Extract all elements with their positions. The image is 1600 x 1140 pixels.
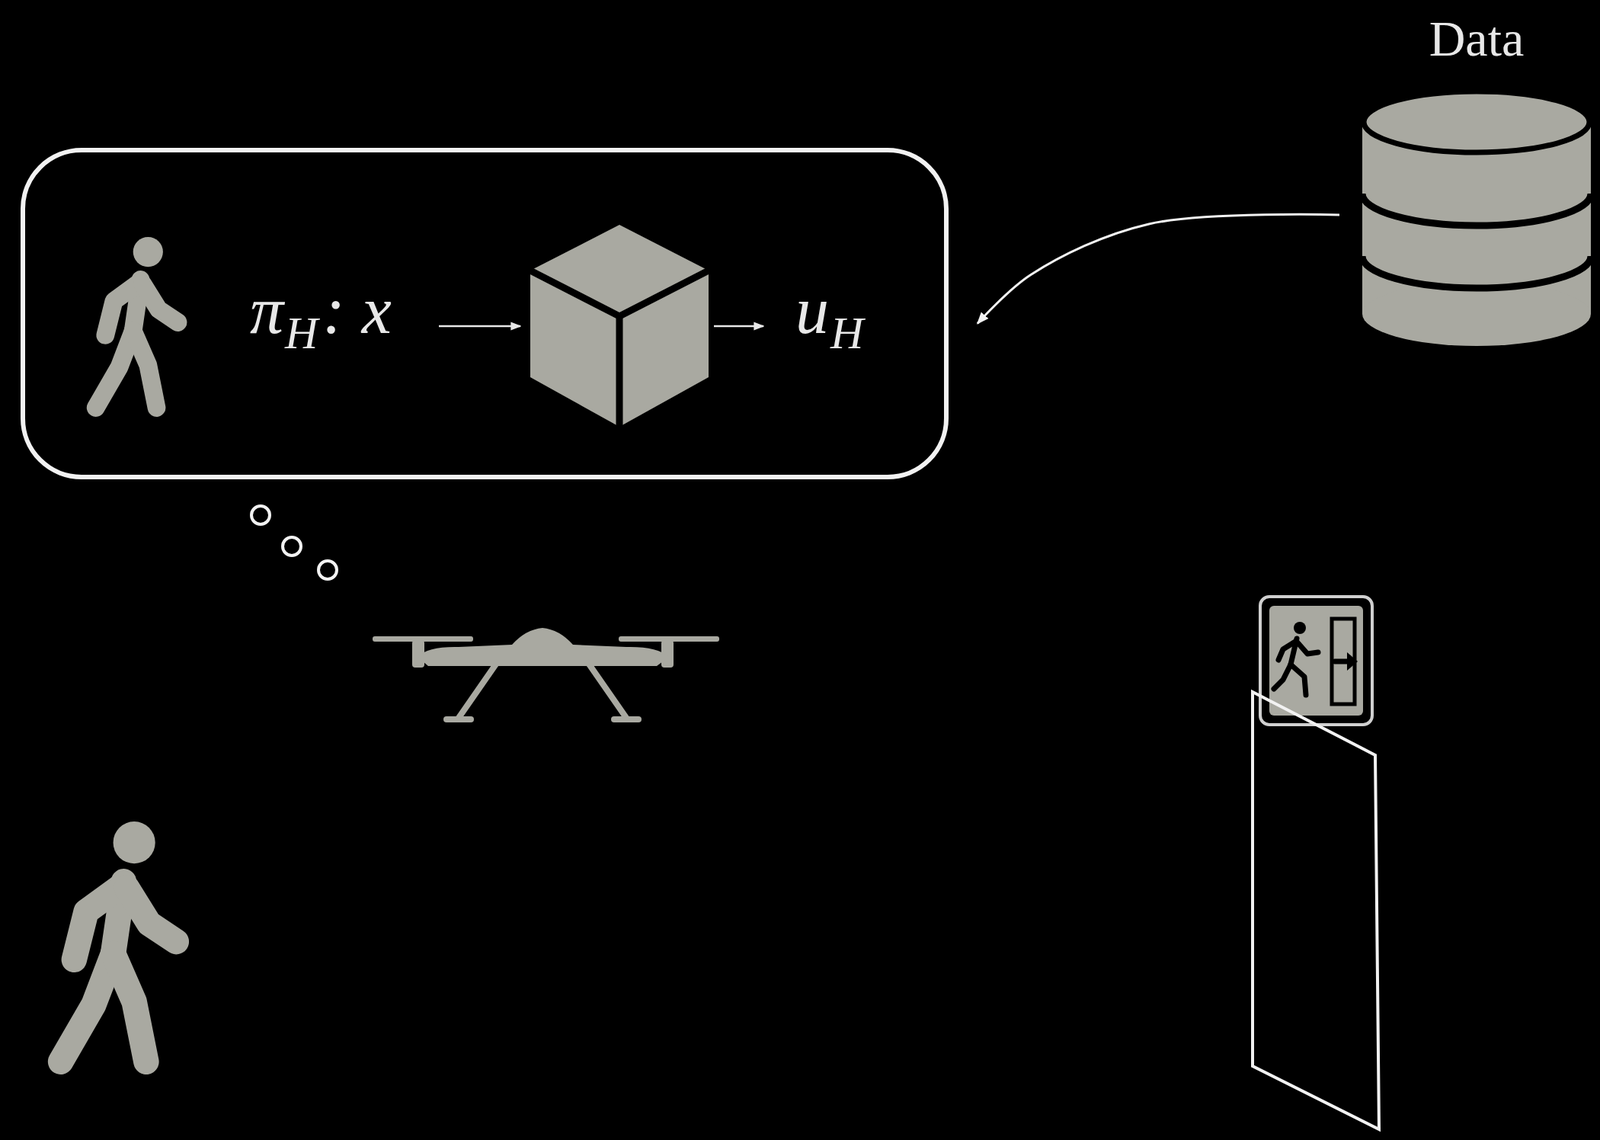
- subscript: H: [284, 307, 318, 359]
- person-figure: [60, 821, 177, 1062]
- thought-box: πH: xuH: [20, 147, 949, 480]
- exit-door: [1252, 691, 1380, 1130]
- text-group: πH: x: [249, 277, 392, 356]
- black-box-cube: [528, 224, 711, 429]
- database-cylinder: [1362, 91, 1591, 346]
- database-label: Data: [1429, 10, 1525, 67]
- drone: [372, 627, 720, 720]
- control-symbol: u: [795, 273, 829, 348]
- policy-argument: : x: [322, 273, 391, 348]
- database-node: Data: [1362, 13, 1600, 349]
- person-icon: [96, 236, 179, 408]
- input-arrow: [438, 325, 521, 328]
- thought-bubbles: [251, 505, 337, 580]
- subscript: H: [830, 307, 864, 359]
- text-group: Data: [1362, 13, 1591, 64]
- data-flow-arrow: [977, 214, 1340, 324]
- policy-symbol: π: [249, 273, 284, 348]
- output-arrow: [713, 325, 764, 328]
- text-group: uH: [795, 277, 864, 356]
